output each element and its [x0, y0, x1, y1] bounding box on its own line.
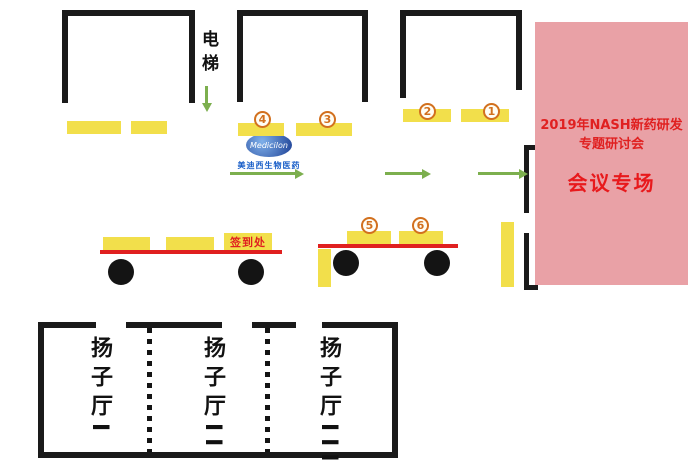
seat: [238, 259, 264, 285]
hall-label-yangzi-1: 扬子厅I: [87, 336, 112, 439]
hall-label-yangzi-3: 扬子厅III: [316, 336, 341, 469]
wall-segment: [237, 10, 368, 16]
wall-segment: [252, 322, 296, 328]
route-arrow-down-icon: [205, 86, 208, 104]
signin-desk-label: 签到处: [224, 233, 272, 250]
desk: [67, 121, 121, 134]
elevator-label: 电梯: [198, 30, 218, 78]
medicilon-logo-icon: Medicilon: [246, 133, 292, 157]
wall-segment: [126, 322, 222, 328]
wall-segment: [524, 285, 538, 290]
route-arrow-right-icon: [478, 172, 520, 175]
route-arrow-right-icon: [385, 172, 423, 175]
booth-marker-3: 3: [319, 111, 336, 128]
wall-segment: [524, 233, 529, 290]
wall-segment: [38, 452, 398, 458]
conference-room: 2019年NASH新药研发 专题研讨会 会议专场: [535, 22, 688, 285]
booth-table-line: [318, 244, 458, 248]
wall-segment: [38, 322, 44, 458]
booth-marker-6: 6: [412, 217, 429, 234]
signin-table-line: [100, 250, 282, 254]
wall-segment: [62, 10, 195, 16]
booth-marker-4: 4: [254, 111, 271, 128]
booth-marker-1: 1: [483, 103, 500, 120]
wall-segment: [189, 10, 195, 103]
booth-marker-2: 2: [419, 103, 436, 120]
desk: [166, 237, 214, 250]
conference-title-line1: 2019年NASH新药研发: [540, 118, 683, 133]
wall-segment: [524, 145, 529, 213]
hall-partition: [147, 328, 152, 452]
wall-segment: [400, 10, 406, 98]
wall-segment: [322, 322, 398, 328]
wall-segment: [62, 10, 68, 103]
route-arrow-right-icon: [230, 172, 296, 175]
wall-segment: [524, 145, 537, 150]
conference-title-line2: 专题研讨会: [578, 137, 644, 152]
seat: [333, 250, 359, 276]
desk: [501, 222, 514, 287]
wall-segment: [516, 10, 522, 90]
desk: [131, 121, 167, 134]
desk: [103, 237, 150, 250]
desk: [347, 231, 391, 244]
hall-partition: [265, 328, 270, 452]
desk: [318, 249, 331, 287]
wall-segment: [400, 10, 522, 16]
wall-segment: [362, 10, 368, 102]
medicilon-logo-subtitle: 美迪西生物医药: [237, 161, 301, 170]
desk: [238, 123, 284, 136]
desk: [399, 231, 443, 244]
desk: [296, 123, 352, 136]
wall-segment: [392, 325, 398, 458]
medicilon-brand-text: Medicilon: [250, 140, 288, 150]
booth-marker-5: 5: [361, 217, 378, 234]
seat: [108, 259, 134, 285]
hall-label-yangzi-2: 扬子厅II: [200, 336, 225, 454]
wall-segment: [237, 10, 243, 102]
wall-segment: [38, 322, 96, 328]
conference-session-label: 会议专场: [567, 171, 656, 195]
seat: [424, 250, 450, 276]
